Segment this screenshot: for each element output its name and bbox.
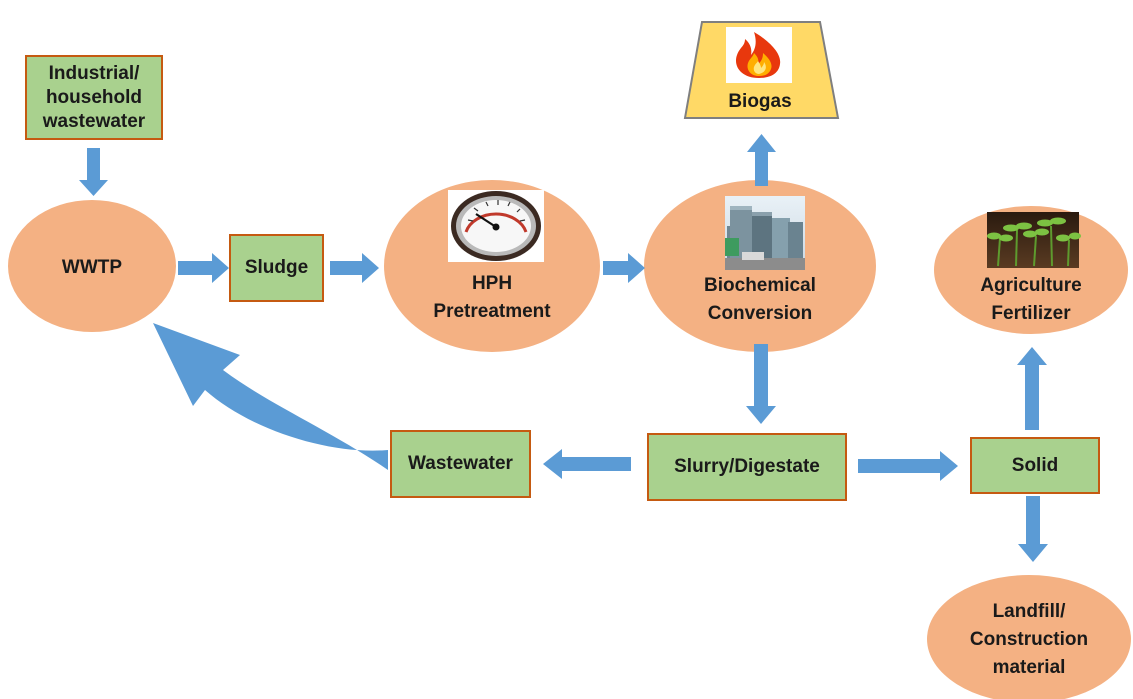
arrow-wastewater-to-wwtp [153,323,388,470]
hph-ellipse [384,180,600,352]
hph-label: HPH Pretreatment [433,273,551,322]
arrow-hph-to-biochem [603,253,645,283]
pressure-gauge-icon [448,190,544,262]
biogas-plant-icon [725,196,805,270]
arrow-biochem-to-slurry [746,344,776,424]
arrow-slurry-to-solid [858,451,958,481]
arrow-solid-to-landfill [1018,496,1048,562]
flow-arrows [79,134,1048,562]
wwtp-label: WWTP [61,257,123,278]
biogas-label: Biogas [728,91,792,112]
arrow-sludge-to-hph [330,253,379,283]
input-box: Industrial/ household wastewater [25,55,163,140]
arrow-biochem-to-biogas [747,134,776,186]
landfill-label: Landfill/ Construction material [969,601,1089,678]
arrow-wwtp-to-sludge [178,253,229,283]
arrow-input-to-wwtp [79,148,108,196]
solid-box: Solid [970,437,1100,494]
flame-icon [726,27,792,83]
seedlings-icon [987,212,1081,268]
landfill-ellipse [927,575,1131,699]
agri-label: Agriculture Fertilizer [980,275,1082,324]
wwtp-ellipse [8,200,176,332]
biochem-label: Biochemical Conversion [704,275,816,324]
wastewater-box: Wastewater [390,430,531,498]
slurry-box: Slurry/Digestate [647,433,847,501]
arrow-solid-to-agri [1017,347,1047,430]
arrow-slurry-to-wastewater [543,449,631,479]
sludge-box: Sludge [229,234,324,302]
